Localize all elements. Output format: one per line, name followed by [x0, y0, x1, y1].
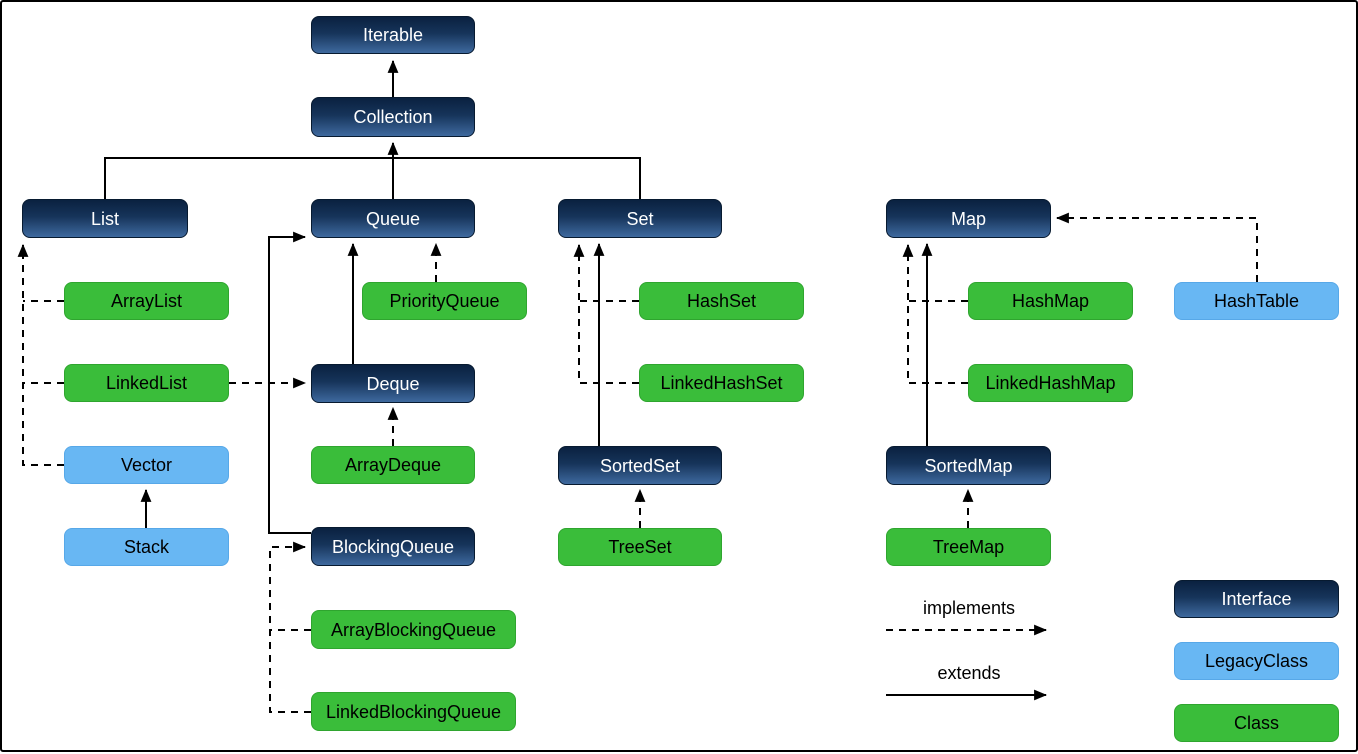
node-treemap: TreeMap	[886, 528, 1051, 566]
legend-interface-box: Interface	[1174, 580, 1339, 618]
node-arraylist: ArrayList	[64, 282, 229, 320]
legend-extends-label: extends	[937, 663, 1001, 683]
node-linkedhashset: LinkedHashSet	[639, 364, 804, 402]
edge-vector-implements-list	[17, 243, 64, 466]
node-blockingqueue: BlockingQueue	[311, 527, 475, 566]
node-queue: Queue	[311, 199, 475, 238]
node-priorityqueue: PriorityQueue	[362, 282, 527, 320]
node-hashset: HashSet	[639, 282, 804, 320]
edge-hashtable-implements-map	[1055, 212, 1258, 282]
node-treeset: TreeSet	[558, 528, 722, 566]
legend-implements-label: implements	[922, 598, 1016, 618]
node-sortedset: SortedSet	[558, 446, 722, 485]
node-deque: Deque	[311, 364, 475, 403]
edge-blockingqueue-extends-queue	[268, 231, 311, 534]
node-linkedhashmap: LinkedHashMap	[968, 364, 1133, 402]
legend-class-box: Class	[1174, 704, 1339, 742]
node-list: List	[22, 199, 188, 238]
node-map: Map	[886, 199, 1051, 238]
node-arraydeque: ArrayDeque	[311, 446, 475, 484]
node-hashtable: HashTable	[1174, 282, 1339, 320]
node-sortedmap: SortedMap	[886, 446, 1051, 485]
node-arrayblockingqueue: ArrayBlockingQueue	[311, 610, 516, 649]
node-linkedblockingqueue: LinkedBlockingQueue	[311, 692, 516, 731]
node-collection: Collection	[311, 97, 475, 137]
node-iterable: Iterable	[311, 16, 475, 54]
node-hashmap: HashMap	[968, 282, 1133, 320]
edge-linkedblockingqueue-implements-blockingqueue	[269, 541, 311, 713]
legend-legacyclass-box: LegacyClass	[1174, 642, 1339, 680]
edge-linkedhashmap-implements-map	[902, 243, 968, 384]
node-vector: Vector	[64, 446, 229, 484]
node-set: Set	[558, 199, 722, 238]
edge-tree-branch-line	[104, 157, 641, 199]
edge-linkedhashset-implements-set	[573, 243, 639, 384]
node-linkedlist: LinkedList	[64, 364, 229, 402]
node-stack: Stack	[64, 528, 229, 566]
